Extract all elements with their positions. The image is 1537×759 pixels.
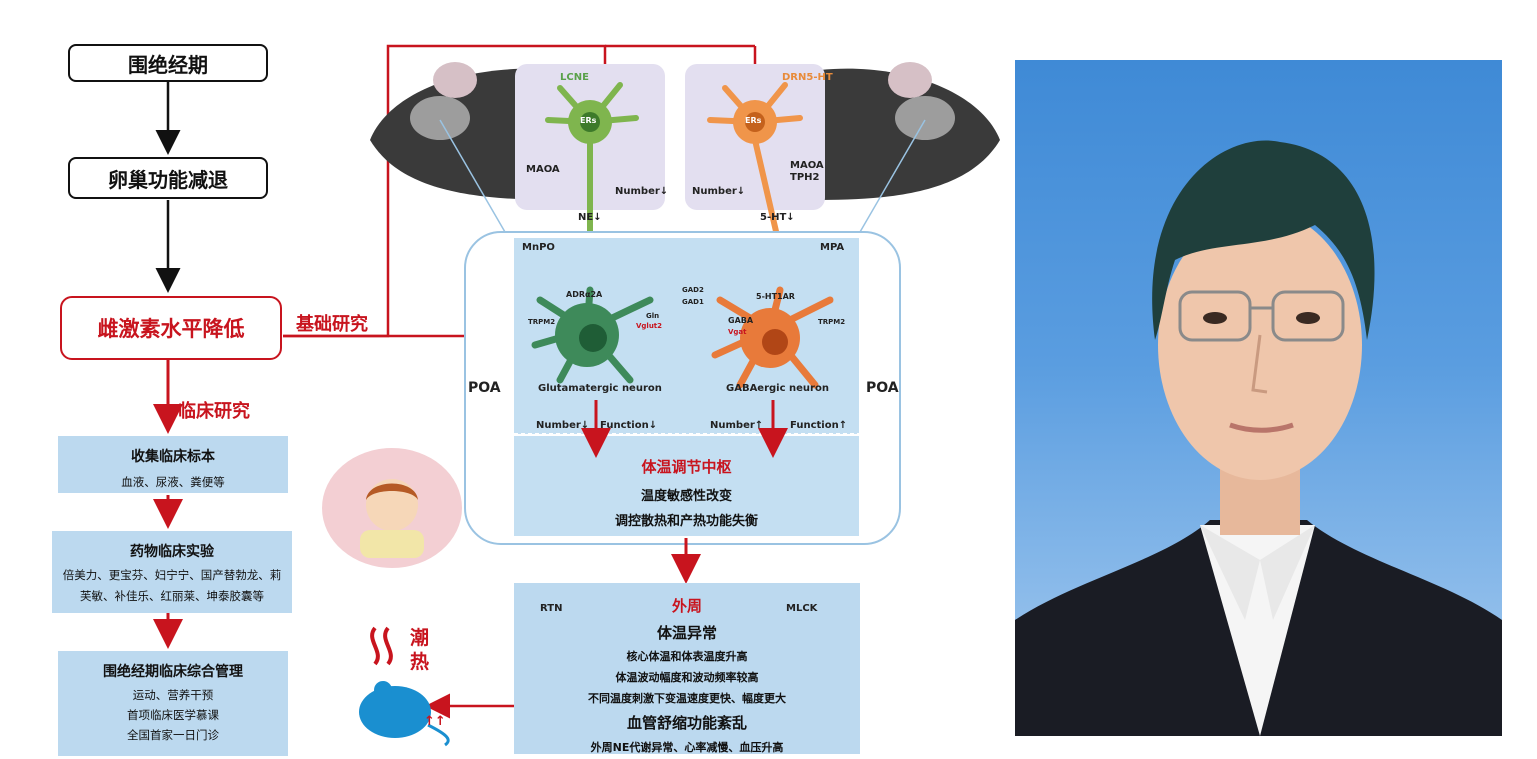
periphery-title: 外周 [671,597,702,615]
flow-perimenopause-label: 围绝经期 [128,52,208,77]
center-title: 体温调节中枢 [641,458,732,476]
svg-text:↑↑: ↑↑ [424,714,446,729]
portrait-illustration [1015,140,1502,736]
flow-ovarian-label: 卵巢功能减退 [108,167,228,192]
clinical-box-drugs: 药物临床实验 倍美力、更宝芬、妇宁宁、国产替勃龙、莉芙敏、补佳乐、红丽莱、坤泰胶… [52,531,292,613]
label-gad2: GAD2 [682,286,704,294]
drn-nucleus [745,112,765,132]
flow-ovarian: 卵巢功能减退 [68,157,268,199]
label-rtn: RTN [540,603,563,614]
drugs-text: 倍美力、更宝芬、妇宁宁、国产替勃龙、莉芙敏、补佳乐、红丽莱、坤泰胶囊等 [62,568,282,603]
blue-mouse-body [359,686,431,738]
label-adra2a: ADRα2A [566,290,603,299]
label-gaba-neuron: GABAergic neuron [726,383,829,394]
center-line-1: 温度敏感性改变 [640,489,732,504]
label-glut-function: Function↓ [600,420,658,431]
label-glut-number: Number↓ [536,420,590,431]
periphery-l1: 核心体温和体表温度升高 [626,650,748,663]
label-clinical-research: 临床研究 [178,401,250,422]
label-trpm2-left: TRPM2 [528,318,556,326]
management-title: 围绝经期临床综合管理 [103,664,243,680]
label-mnpo: MnPO [522,242,555,253]
center-line-2: 调控散热和产热功能失衡 [614,514,758,529]
hotflash-char-1: 潮 [410,627,430,649]
mouse-left [370,68,560,200]
center-box-bg [514,436,859,536]
label-glut-neuron: Glutamatergic neuron [538,383,662,394]
mouse-right-brain [895,96,955,140]
label-gad1: GAD1 [682,298,704,306]
flow-perimenopause: 围绝经期 [68,44,268,82]
label-maoa: MAOA [526,164,560,175]
label-poa-right: POA [866,380,899,396]
label-5ht1ar: 5-HT1AR [756,292,795,301]
portrait-photo [1015,60,1502,736]
periphery-l4: 外周NE代谢异常、心率减慢、血压升高 [590,741,784,754]
wave-icon [370,626,393,666]
label-vgat: Vgat [728,328,747,336]
hotflash-char-2: 热 [410,651,430,673]
label-gaba: GABA [728,316,754,325]
periphery-l3: 不同温度刺激下变温速度更快、幅度更大 [588,692,786,705]
management-lines: 运动、营养干预 首项临床医学慕课 全国首家一日门诊 [58,685,288,745]
flow-estrogen-label: 雌激素水平降低 [97,317,245,341]
periphery-h2: 血管舒缩功能紊乱 [626,714,747,732]
label-vglut2: Vglut2 [636,322,663,330]
label-gaba-function: Function↑ [790,420,848,431]
glut-nucleus [579,324,607,352]
label-5ht: 5-HT↓ [760,212,795,223]
drugs-title: 药物临床实验 [130,544,214,560]
label-mpa: MPA [820,242,845,253]
label-gln: Gln [646,312,660,320]
periphery-h1: 体温异常 [656,624,717,642]
mouse-right-ear [888,62,932,98]
samples-title: 收集临床标本 [131,449,215,465]
label-basic-research: 基础研究 [296,314,368,335]
label-ne: NE↓ [578,212,602,223]
label-drn-ers: ERs [745,116,762,125]
clinical-box-samples: 收集临床标本 血液、尿液、粪便等 [58,436,288,493]
periphery-l2: 体温波动幅度和波动频率较高 [615,671,759,684]
lc-nucleus [580,112,600,132]
woman-pillow [360,530,424,558]
management-line-1: 运动、营养干预 [132,688,214,702]
label-gaba-number: Number↑ [710,420,764,431]
label-lc-ers: ERs [580,116,597,125]
label-mlck: MLCK [786,603,818,614]
management-line-3: 全国首家一日门诊 [127,728,219,743]
mouse-left-brain [410,96,470,140]
periphery-box: 外周 RTN MLCK 体温异常 核心体温和体表温度升高 体温波动幅度和波动频率… [514,583,860,754]
blue-mouse-ear [374,681,392,699]
label-lc-number: Number↓ [615,186,669,197]
label-poa-left: POA [468,380,501,396]
clinical-box-management: 围绝经期临床综合管理 运动、营养干预 首项临床医学慕课 全国首家一日门诊 [58,651,288,756]
gaba-nucleus [762,329,788,355]
label-lc: LCNE [560,72,589,83]
samples-text: 血液、尿液、粪便等 [121,475,225,489]
center-box: 体温调节中枢 温度敏感性改变 调控散热和产热功能失衡 [514,456,859,529]
flow-estrogen: 雌激素水平降低 [60,296,282,360]
label-trpm2-right: TRPM2 [818,318,846,326]
mouse-left-ear [433,62,477,98]
label-drn-number: Number↓ [692,186,746,197]
management-line-2: 首项临床医学慕课 [127,708,219,723]
label-drn: DRN5-HT [782,72,833,83]
label-maoa-tph2: MAOA TPH2 [790,160,824,183]
